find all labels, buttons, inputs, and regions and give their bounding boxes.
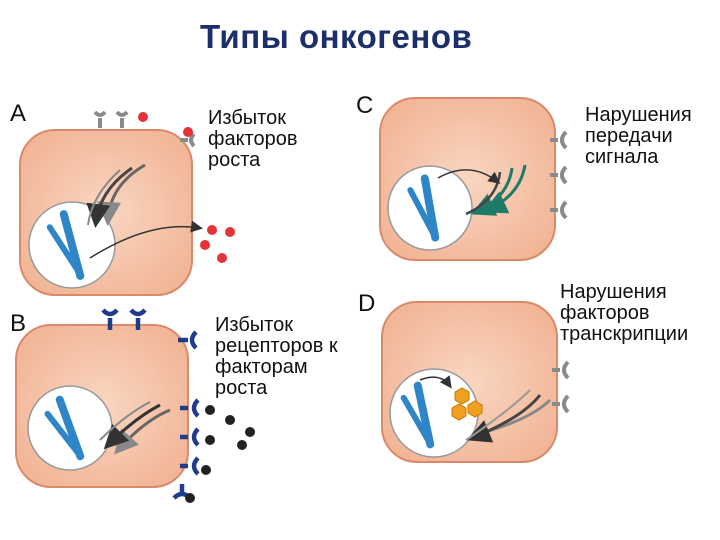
receptor-icon bbox=[550, 130, 568, 220]
chromosome-icon bbox=[407, 174, 440, 242]
cell-d bbox=[381, 301, 570, 463]
panel-c-label: Нарушения передачи сигнала bbox=[585, 104, 692, 168]
panel-c-letter: C bbox=[356, 92, 374, 119]
panel-d-label: Нарушения факторов транскрипции bbox=[560, 281, 689, 345]
page-title: Типы онкогенов bbox=[200, 18, 473, 55]
cell-b bbox=[15, 308, 255, 503]
cell-a bbox=[19, 110, 235, 296]
receptor-icon bbox=[552, 360, 570, 414]
chromosome-icon bbox=[400, 381, 435, 449]
panel-a-letter: A bbox=[10, 100, 27, 127]
panel-a-label: Избыток факторов роста bbox=[208, 107, 298, 171]
signal-arrow-3 bbox=[87, 169, 121, 226]
cell-c bbox=[379, 97, 568, 261]
panel-b-letter: B bbox=[10, 310, 27, 337]
signal-arrow-2 bbox=[86, 166, 133, 228]
growth-factor-icon bbox=[138, 112, 235, 263]
secretion-arrow bbox=[89, 220, 203, 259]
panel-d-letter: D bbox=[358, 290, 376, 317]
growth-factor-icon bbox=[185, 405, 255, 503]
receptor-icon bbox=[101, 308, 200, 500]
receptor-icon bbox=[93, 110, 196, 148]
transcription-factor-icon bbox=[451, 387, 483, 421]
panel-b-label: Избыток рецепторов к факторам роста bbox=[215, 314, 338, 399]
chromosome-icon bbox=[44, 395, 85, 461]
chromosome-icon bbox=[46, 210, 85, 280]
